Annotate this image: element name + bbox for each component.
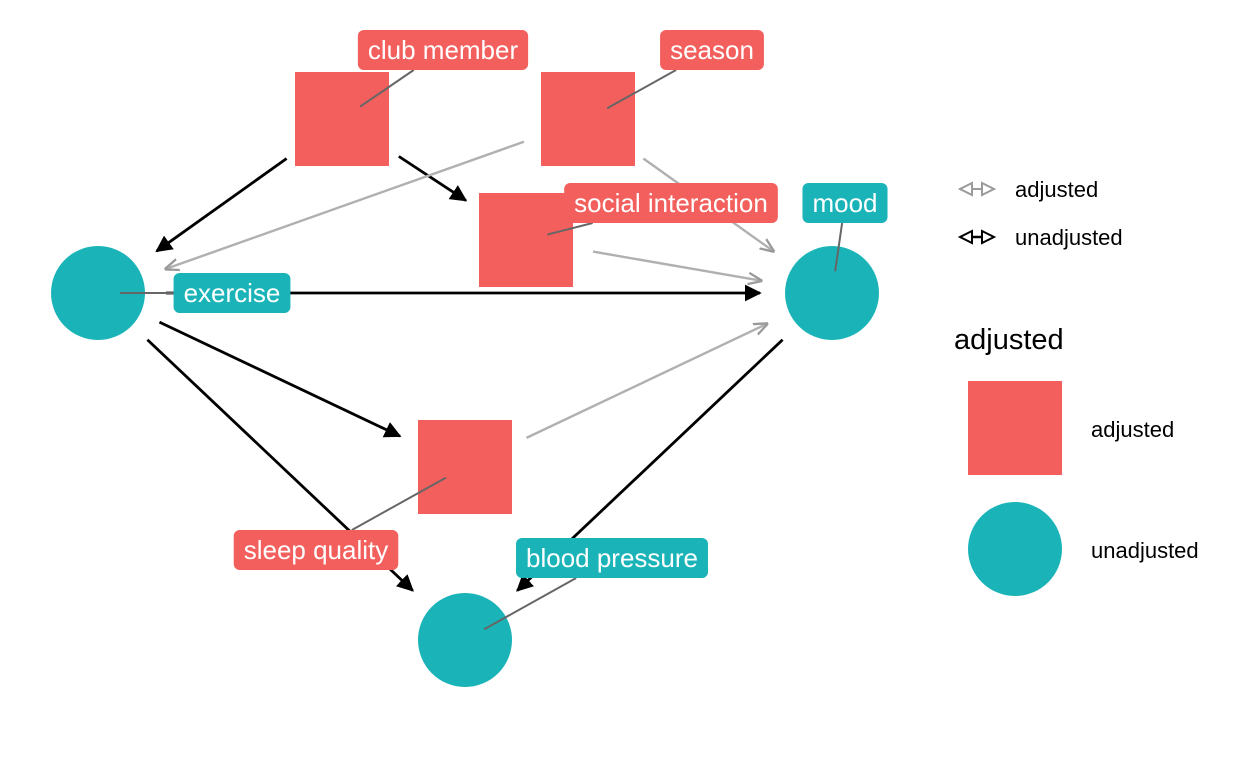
- legend-edge-label: unadjusted: [1015, 225, 1123, 250]
- legend-node-label: unadjusted: [1091, 538, 1199, 563]
- legend-title: adjusted: [954, 324, 1064, 356]
- label-box-exercise: [173, 273, 291, 313]
- label-text-blood-pressure: blood pressure: [526, 543, 698, 573]
- label-box-sleep-quality: [233, 530, 399, 570]
- label-leader-season: [606, 69, 677, 110]
- label-box-club-member: [357, 30, 529, 70]
- node-season: [541, 72, 635, 166]
- legend-node-unadjusted: unadjusted: [968, 502, 1199, 596]
- label-text-club-member: club member: [368, 35, 519, 65]
- node-club-member: [295, 72, 389, 166]
- node-social-interaction: [479, 193, 573, 287]
- node-blood-pressure: [418, 593, 512, 687]
- legend-node-adjusted: adjusted: [968, 381, 1174, 475]
- label-leader-sleep-quality: [351, 476, 447, 531]
- edge-club_member-to-social_interaction: [398, 155, 468, 202]
- label-blood-pressure: blood pressure: [483, 538, 708, 631]
- legend-edge-label: adjusted: [1015, 177, 1098, 202]
- label-text-season: season: [670, 35, 754, 65]
- label-text-sleep-quality: sleep quality: [244, 535, 389, 565]
- edge-exercise-to-sleep_quality: [158, 320, 402, 438]
- label-club-member: club member: [357, 30, 529, 108]
- label-text-social-interaction: social interaction: [574, 188, 768, 218]
- node-mood: [785, 246, 879, 340]
- legend-node-label: adjusted: [1091, 417, 1174, 442]
- unadjusted-edge-key-icon: [957, 229, 997, 245]
- label-box-season: [660, 30, 764, 70]
- legend: adjusted unadjusted adjusted adjusted unadju…: [954, 177, 1199, 596]
- node-sleep-quality: [418, 420, 512, 514]
- label-leader-blood-pressure: [483, 577, 577, 631]
- edge-sleep_quality-to-mood: [525, 324, 766, 439]
- nodes-layer: [51, 72, 879, 687]
- label-social-interaction: social interaction: [547, 183, 778, 236]
- unadjusted-circle-swatch: [968, 502, 1062, 596]
- label-leader-club-member: [359, 69, 415, 108]
- adjusted-edge-key-icon: [957, 181, 997, 197]
- label-box-blood-pressure: [516, 538, 708, 578]
- label-exercise: exercise: [120, 273, 291, 313]
- label-text-exercise: exercise: [184, 278, 281, 308]
- edge-social_interaction-to-mood: [592, 250, 761, 281]
- label-leader-mood: [834, 222, 844, 272]
- label-box-social-interaction: [564, 183, 778, 223]
- labels-layer: club member season social interaction mood e…: [120, 30, 888, 631]
- label-season: season: [606, 30, 764, 110]
- adjusted-square-swatch: [968, 381, 1062, 475]
- label-leader-social-interaction: [547, 222, 593, 236]
- label-text-mood: mood: [812, 188, 877, 218]
- edge-club_member-to-exercise: [155, 157, 288, 253]
- legend-edge-adjusted: adjusted: [957, 177, 1098, 202]
- label-mood: mood: [802, 183, 888, 272]
- edge-season-to-exercise: [166, 140, 525, 269]
- node-exercise: [51, 246, 145, 340]
- label-box-mood: [802, 183, 888, 223]
- label-sleep-quality: sleep quality: [233, 476, 447, 570]
- legend-edge-unadjusted: unadjusted: [957, 225, 1123, 250]
